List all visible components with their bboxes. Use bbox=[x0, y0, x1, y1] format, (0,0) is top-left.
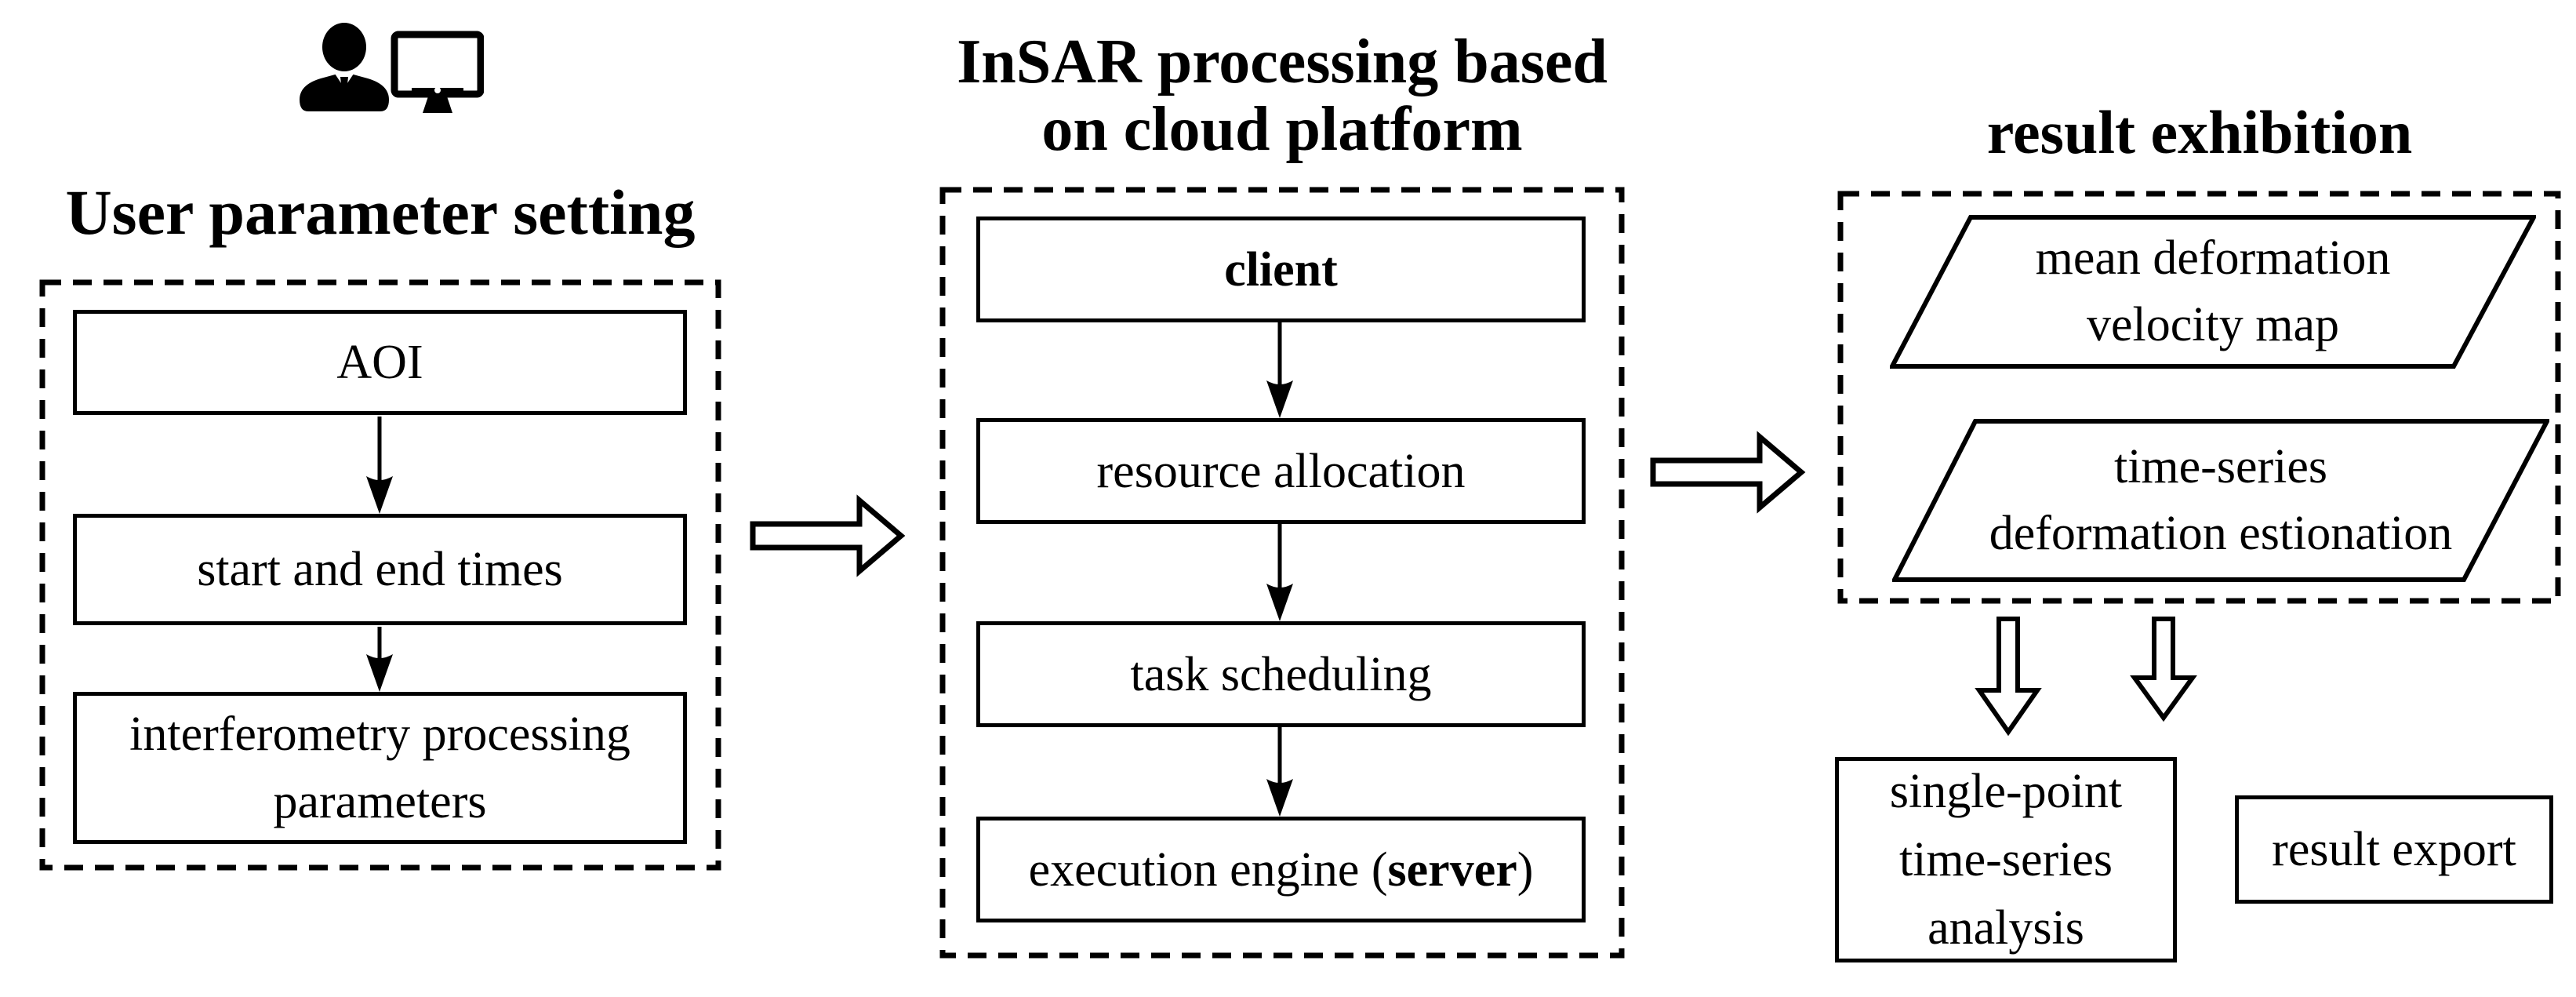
execution-engine-label: execution engine (server) bbox=[1029, 836, 1534, 904]
interferometry-parameters-box: interferometry processing parameters bbox=[73, 692, 687, 844]
execution-engine-label-server: server bbox=[1387, 842, 1517, 897]
single-point-analysis-label-line3: analysis bbox=[1927, 901, 2084, 955]
mean-deformation-label-line1: mean deformation bbox=[2035, 231, 2391, 285]
person-icon bbox=[300, 23, 389, 111]
left-section-title: User parameter setting bbox=[65, 176, 696, 248]
block-arrow-right-2 bbox=[1650, 431, 1806, 514]
time-series-parallelogram: time-series deformation estionation bbox=[1892, 419, 2549, 582]
block-arrow-right-1 bbox=[750, 494, 906, 577]
flow-arrow-down bbox=[1266, 322, 1293, 418]
mean-deformation-label-line2: velocity map bbox=[2087, 298, 2339, 351]
task-scheduling-label: task scheduling bbox=[1130, 647, 1432, 701]
flow-arrow-down bbox=[1266, 727, 1293, 817]
left-dashed-container bbox=[39, 279, 721, 871]
single-point-analysis-label-line1: single-point bbox=[1889, 764, 2123, 818]
middle-dashed-container bbox=[939, 187, 1625, 959]
client-box: client bbox=[976, 217, 1586, 322]
result-export-box: result export bbox=[2235, 795, 2553, 904]
single-point-analysis-label-line2: time-series bbox=[1898, 832, 2113, 886]
flow-arrow-down bbox=[1266, 524, 1293, 621]
right-dashed-container bbox=[1837, 191, 2561, 604]
start-end-times-label: start and end times bbox=[197, 543, 563, 596]
flow-arrow-down bbox=[366, 627, 393, 692]
middle-section-title: InSAR processing based on cloud platform bbox=[929, 28, 1635, 163]
result-export-label: result export bbox=[2272, 823, 2516, 876]
block-arrow-down-2 bbox=[2130, 617, 2197, 722]
aoi-label: AOI bbox=[336, 336, 423, 389]
start-end-times-box: start and end times bbox=[73, 514, 687, 625]
resource-allocation-box: resource allocation bbox=[976, 418, 1586, 524]
time-series-estimation-label-line1: time-series bbox=[2113, 440, 2327, 493]
execution-engine-label-suffix: ) bbox=[1517, 842, 1534, 897]
interferometry-parameters-label-line2: parameters bbox=[273, 775, 487, 828]
time-series-estimation-label-line2: deformation estionation bbox=[1989, 507, 2453, 560]
execution-engine-box: execution engine (server) bbox=[976, 817, 1586, 922]
middle-section-title-line2: on cloud platform bbox=[1041, 95, 1523, 164]
interferometry-parameters-label-line1: interferometry processing bbox=[129, 708, 630, 761]
mean-deformation-parallelogram: mean deformation velocity map bbox=[1890, 215, 2536, 369]
middle-section-title-line1: InSAR processing based bbox=[957, 27, 1608, 96]
aoi-box: AOI bbox=[73, 310, 687, 415]
task-scheduling-box: task scheduling bbox=[976, 621, 1586, 727]
user-monitor-icon bbox=[300, 23, 484, 113]
monitor-icon bbox=[391, 31, 484, 113]
block-arrow-down-1 bbox=[1975, 617, 2042, 737]
resource-allocation-label: resource allocation bbox=[1096, 444, 1466, 498]
right-section-title: result exhibition bbox=[1986, 98, 2413, 166]
single-point-analysis-box: single-point time-series analysis bbox=[1835, 757, 2177, 962]
flow-arrow-down bbox=[366, 417, 393, 514]
client-label: client bbox=[1224, 242, 1338, 297]
execution-engine-label-prefix: execution engine ( bbox=[1028, 842, 1388, 897]
